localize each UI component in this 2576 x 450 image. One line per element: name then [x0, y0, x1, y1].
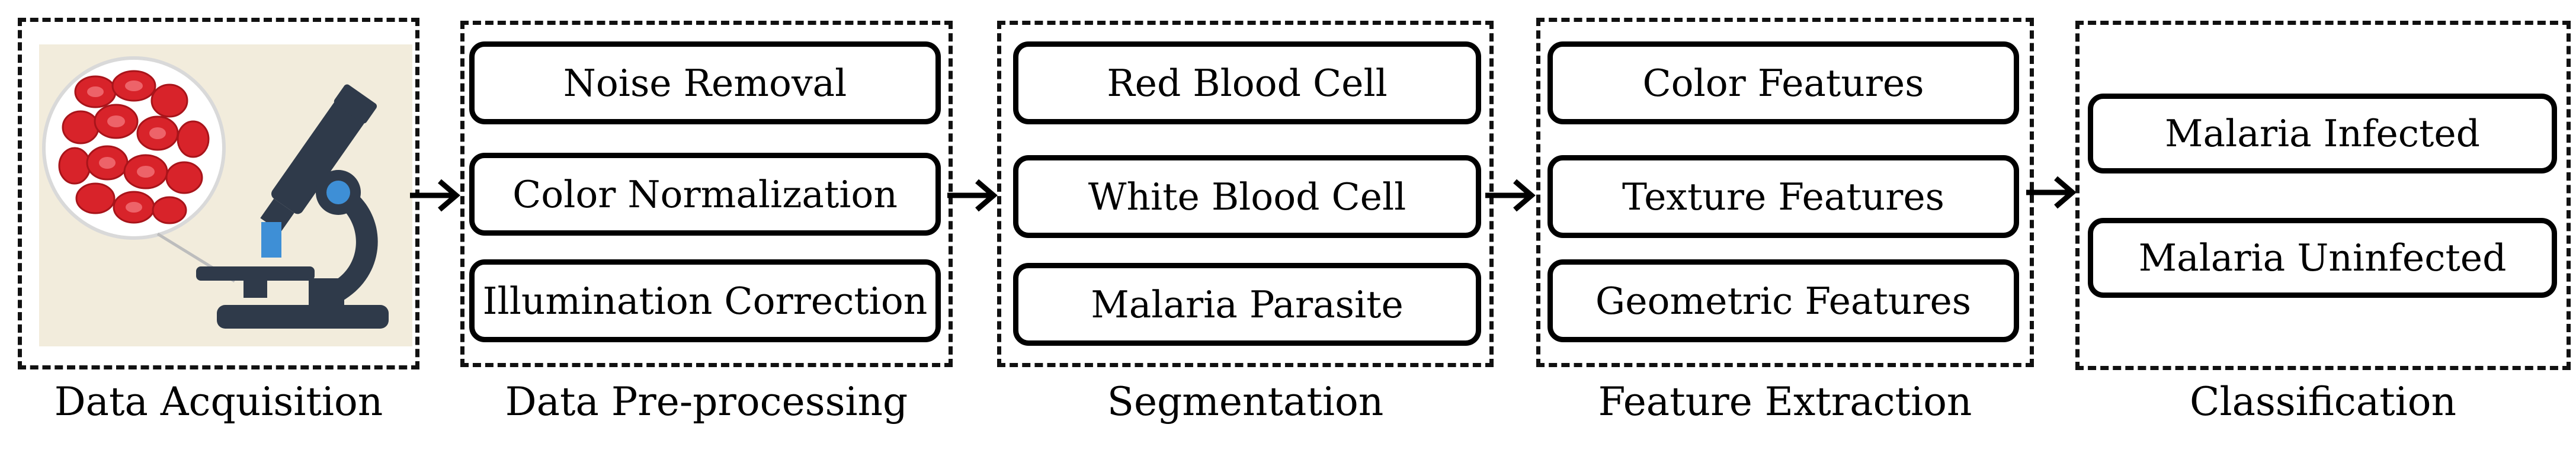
caption-data-acquisition: Data Acquisition: [54, 379, 383, 425]
stage-classification: [2075, 21, 2571, 370]
step-color-normalization: Color Normalization: [469, 153, 941, 236]
microscope-illustration: [39, 44, 412, 346]
feature-color: Color Features: [1547, 41, 2019, 124]
segment-red-blood-cell: Red Blood Cell: [1013, 41, 1481, 124]
step-noise-removal: Noise Removal: [469, 41, 941, 124]
class-malaria-uninfected: Malaria Uninfected: [2088, 218, 2557, 298]
arrow-icon: [2026, 176, 2077, 209]
arrow-icon: [947, 179, 998, 212]
microscope-icon: [42, 56, 389, 329]
feature-texture: Texture Features: [1547, 155, 2019, 238]
segment-malaria-parasite: Malaria Parasite: [1013, 263, 1481, 346]
caption-feature-extraction: Feature Extraction: [1598, 379, 1972, 425]
arrow-icon: [1485, 179, 1536, 212]
caption-data-preprocessing: Data Pre-processing: [505, 379, 908, 425]
step-illumination-correction: Illumination Correction: [469, 259, 941, 342]
caption-classification: Classification: [2189, 379, 2456, 425]
class-malaria-infected: Malaria Infected: [2088, 94, 2557, 173]
segment-white-blood-cell: White Blood Cell: [1013, 155, 1481, 238]
arrow-icon: [410, 179, 460, 212]
caption-segmentation: Segmentation: [1107, 379, 1384, 425]
feature-geometric: Geometric Features: [1547, 259, 2019, 342]
